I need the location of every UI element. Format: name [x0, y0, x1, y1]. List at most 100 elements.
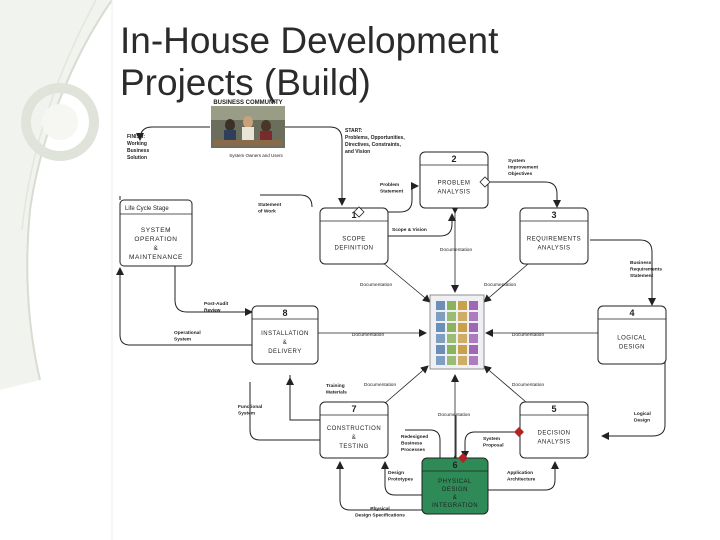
lifecycle-line: &	[154, 245, 159, 252]
system-owners-users-caption: System Owners and Users	[229, 153, 283, 158]
repository-cell	[447, 323, 456, 332]
finish-text: Working	[127, 141, 147, 147]
phase-number: 7	[351, 404, 356, 414]
flow-label-scope-vision: Scope & Vision	[392, 227, 427, 233]
flow-label-logical-design: Logical	[634, 411, 651, 417]
phase-box-frame	[597, 305, 667, 365]
flow-label-post-audit-review: Post-Audit	[204, 301, 229, 307]
phase-number: 2	[451, 154, 456, 164]
repository-cell	[447, 301, 456, 310]
phase-label: &	[352, 435, 357, 441]
phase-number: 1	[351, 210, 356, 220]
repository-cell	[447, 356, 456, 365]
flow-label-system-proposal: Proposal	[483, 443, 504, 449]
flow-label-statement-of-work: Statement	[258, 202, 282, 208]
finish-text: FINISH:	[127, 134, 145, 140]
repository-cell	[469, 345, 478, 354]
phase-label: LOGICAL	[617, 336, 647, 342]
documentation-label: Documentation	[352, 332, 385, 338]
start-text: and Vision	[345, 149, 370, 155]
repository-cell	[436, 356, 445, 365]
phase-number: 8	[282, 308, 287, 318]
phase-label: REQUIREMENTS	[527, 237, 581, 243]
repository-cell	[469, 323, 478, 332]
phase-label: &	[283, 340, 288, 346]
phase-box-frame	[421, 457, 489, 515]
start-text: Directives, Constraints,	[345, 142, 401, 148]
flow-label-system-proposal: System	[483, 436, 500, 442]
lifecycle-line: OPERATION	[134, 236, 177, 243]
flow-label-application-architecture: Architecture	[507, 477, 536, 483]
flow-label-problem-statement: Problem	[380, 182, 399, 188]
phase-label: TESTING	[339, 444, 369, 450]
start-label: START:Problems, Opportunities,Directives…	[345, 128, 405, 155]
phase-number: 5	[551, 404, 556, 414]
phase-label: ANALYSIS	[438, 190, 471, 196]
phase-label: ANALYSIS	[538, 246, 571, 252]
slide-title-line2: Projects (Build)	[120, 62, 371, 103]
documentation-label: Documentation	[364, 382, 397, 388]
flow-label-functional-system: Functional	[238, 404, 262, 410]
phase-label: DESIGN	[442, 487, 468, 493]
phase-label: DECISION	[537, 431, 570, 437]
repository-cell	[436, 312, 445, 321]
documentation-label: Documentation	[484, 282, 517, 288]
phase-number: 4	[629, 308, 634, 318]
flow-label-operational-system: System	[174, 337, 191, 343]
phase-label: ANALYSIS	[538, 440, 571, 446]
phase-box-frame	[251, 305, 319, 365]
flow-label-redesigned-processes: Redesigned	[401, 434, 428, 440]
flow-label-physical-design-specifications: Physical	[370, 506, 389, 512]
start-text: Problems, Opportunities,	[345, 135, 405, 141]
lifecycle-stage-box: Life Cycle Stage SYSTEMOPERATION&MAINTEN…	[119, 199, 193, 267]
flow-labels: ProblemStatementSystemImprovementObjecti…	[174, 158, 662, 519]
repository-cell	[447, 334, 456, 343]
finish-text: Business	[127, 148, 149, 154]
repository-cell	[436, 323, 445, 332]
business-community: BUSINESS COMMUNITY System Owners and Use…	[211, 100, 285, 158]
flow-label-system-improvement-objectives: Improvement	[508, 165, 539, 171]
repository-matrix	[429, 294, 485, 370]
lifecycle-line: MAINTENANCE	[129, 254, 183, 261]
phase-label: SCOPE	[342, 237, 366, 243]
repository-cell	[436, 334, 445, 343]
flow-label-logical-design: Design	[634, 418, 650, 424]
flow-label-business-requirements-statement: Statement	[630, 273, 654, 279]
repository-cell	[458, 345, 467, 354]
flow-label-design-prototypes: Design	[388, 470, 404, 476]
flow-label-statement-of-work: of Work	[258, 209, 276, 215]
flow-label-redesigned-processes: Processes	[401, 447, 425, 453]
repository-cell	[458, 301, 467, 310]
phase-box-frame	[319, 207, 389, 265]
start-text: START:	[345, 128, 363, 134]
repository-cell	[469, 334, 478, 343]
background-decoration	[0, 0, 113, 540]
repository-cell	[469, 301, 478, 310]
flow-label-system-improvement-objectives: System	[508, 158, 525, 164]
documentation-label: Documentation	[440, 247, 473, 253]
slide-title-line1: In-House Development	[120, 20, 499, 61]
flow-label-training-materials: Materials	[326, 390, 347, 396]
repository-cell	[469, 356, 478, 365]
flow-label-system-improvement-objectives: Objectives	[508, 171, 533, 177]
phase-box-frame	[519, 207, 589, 265]
phase-boxes: 1SCOPEDEFINITION2PROBLEMANALYSIS3REQUIRE…	[251, 151, 667, 515]
flow-label-application-architecture: Application	[507, 470, 533, 476]
flow-label-design-prototypes: Prototypes	[388, 477, 413, 483]
phase-label: PHYSICAL	[438, 479, 472, 485]
flow-label-business-requirements-statement: Requirements	[630, 267, 662, 273]
phase-label: DELIVERY	[268, 349, 302, 355]
flow-label-physical-design-specifications: Design Specifications	[355, 513, 405, 519]
flow-label-operational-system: Operational	[174, 330, 201, 336]
documentation-label: Documentation	[512, 382, 545, 388]
repository-cell	[447, 312, 456, 321]
repository-cell	[436, 301, 445, 310]
